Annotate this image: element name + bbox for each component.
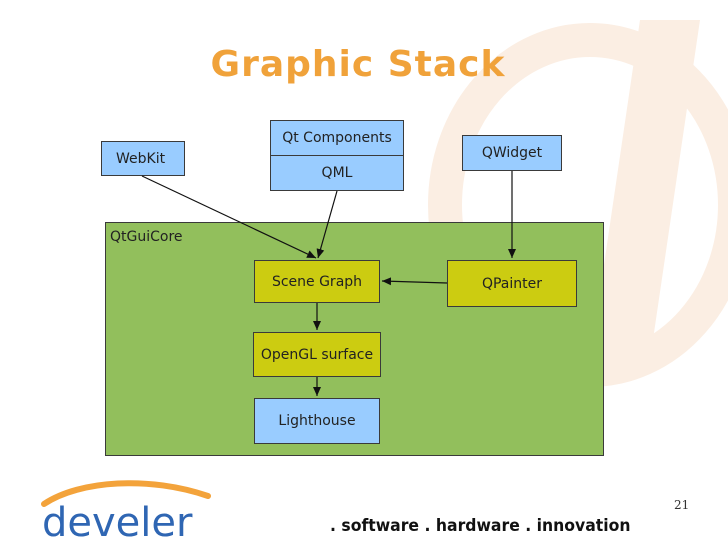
opengl-surface-node: OpenGL surface	[253, 332, 381, 377]
svg-text:develer: develer	[42, 500, 193, 540]
develer-logo: develer	[41, 480, 211, 540]
lighthouse-node: Lighthouse	[254, 398, 380, 444]
webkit-node: WebKit	[101, 141, 185, 176]
opengl-surface-label: OpenGL surface	[260, 346, 374, 363]
qwidget-node: QWidget	[462, 135, 562, 171]
qpainter-node: QPainter	[447, 260, 577, 307]
tagline: . software . hardware . innovation	[330, 516, 631, 536]
webkit-label: WebKit	[116, 150, 166, 167]
qt-components-node: Qt Components	[270, 120, 404, 156]
slide-title: Graphic Stack	[210, 44, 506, 85]
qml-node: QML	[270, 155, 404, 191]
scene-graph-node: Scene Graph	[254, 260, 380, 303]
page-number: 21	[674, 498, 690, 512]
qml-label: QML	[321, 165, 353, 181]
qwidget-label: QWidget	[481, 145, 543, 161]
qt-components-label: Qt Components	[282, 130, 392, 146]
lighthouse-label: Lighthouse	[278, 413, 356, 429]
qtguicore-label: QtGuiCore	[110, 229, 183, 245]
qpainter-label: QPainter	[481, 275, 543, 292]
scene-graph-label: Scene Graph	[271, 273, 363, 290]
